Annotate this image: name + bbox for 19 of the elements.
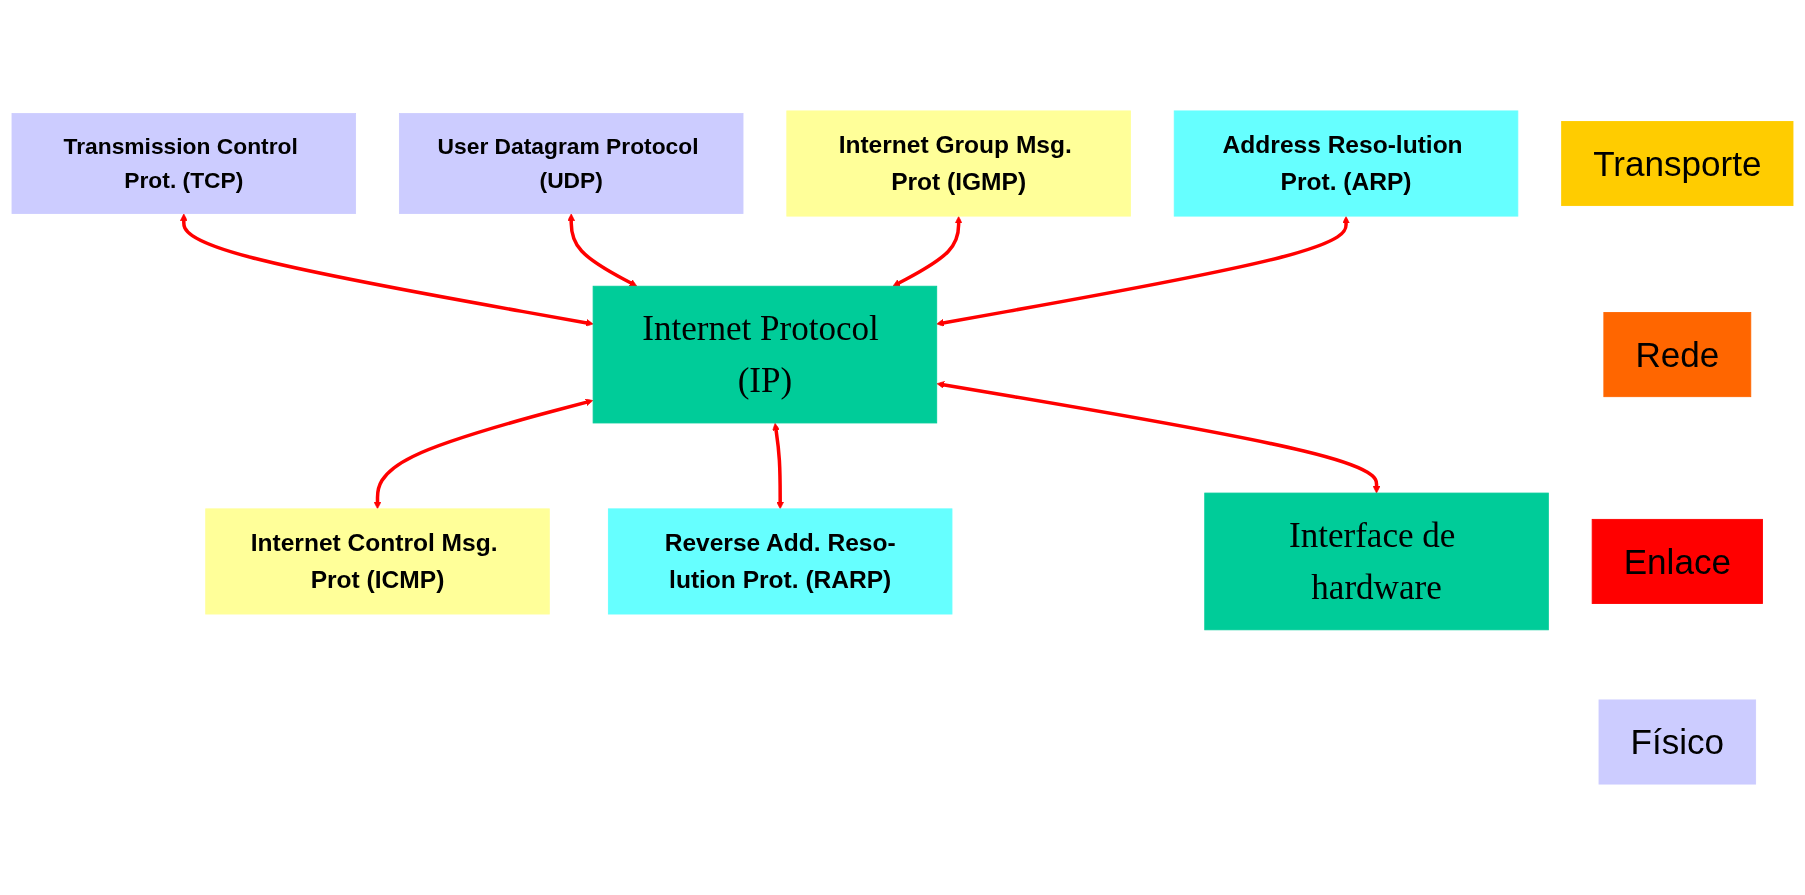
node-box: Internet Control Msg. Prot (ICMP)	[205, 508, 550, 615]
arrow	[567, 213, 638, 287]
node-box: Address Reso-lution Prot. (ARP)	[1173, 110, 1519, 217]
arrow	[179, 213, 594, 327]
arrow	[936, 216, 1350, 327]
node-box: Interface de hardware	[1204, 492, 1549, 631]
arrow	[373, 398, 594, 510]
node-box: Internet Protocol (IP)	[592, 285, 938, 424]
arrow	[936, 381, 1381, 494]
node-box: Internet Group Msg. Prot (IGMP)	[786, 110, 1131, 217]
node-box: Transporte	[1561, 121, 1794, 207]
node-box: Enlace	[1591, 518, 1763, 604]
node-box: User Datagram Protocol (UDP)	[399, 113, 744, 214]
arrow	[892, 216, 963, 287]
node-box: Físico	[1598, 699, 1757, 785]
node-box: Transmission Control Prot. (TCP)	[11, 113, 357, 214]
node-box: Reverse Add. Reso-lution Prot. (RARP)	[607, 508, 953, 615]
node-box: Rede	[1603, 312, 1752, 398]
arrow	[772, 422, 785, 510]
